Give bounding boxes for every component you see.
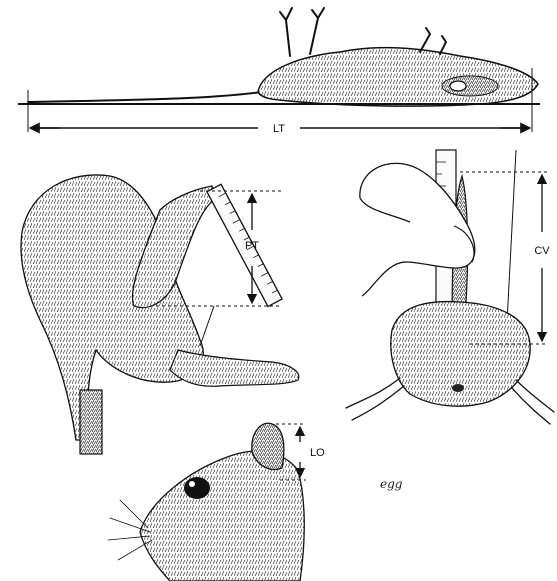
- tail: [28, 92, 262, 102]
- hind-foot-label: PT: [245, 240, 259, 252]
- ear-length-label: LO: [310, 447, 325, 459]
- eye: [184, 477, 210, 499]
- tail-length-label: CV: [534, 245, 550, 257]
- mouse-body-figure: LT: [18, 8, 540, 135]
- ear: [450, 81, 466, 91]
- mouse-head-profile: [140, 451, 304, 581]
- mouse-body: [258, 48, 538, 107]
- anus-mark: [452, 384, 464, 392]
- tail-figure: CV: [346, 150, 554, 424]
- total-length-label: LT: [273, 123, 285, 135]
- front-paw: [170, 350, 299, 386]
- ear-figure: LO: [108, 423, 325, 581]
- tail-stub: [80, 390, 102, 454]
- hind-foot-figure: PT: [21, 175, 299, 454]
- artist-signature: egg: [380, 477, 403, 491]
